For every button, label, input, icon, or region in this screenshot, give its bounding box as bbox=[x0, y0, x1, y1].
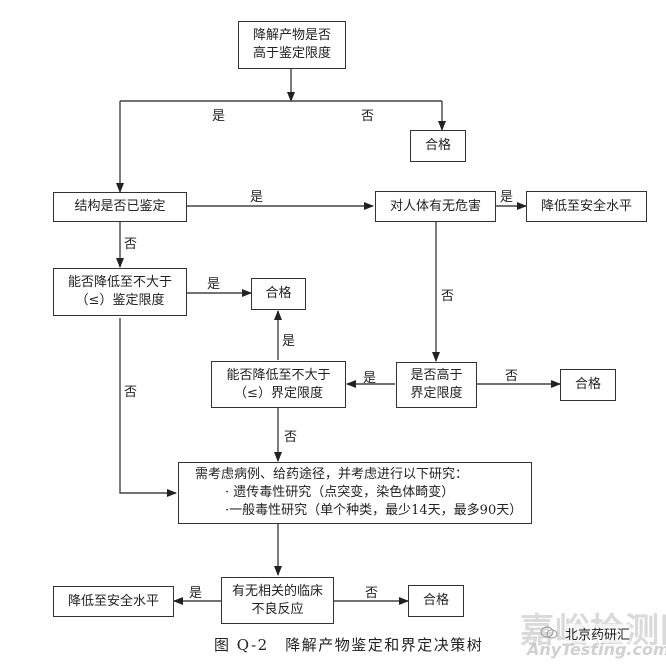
studies-heading: 需考虑病例、给药途径，并考虑进行以下研究： bbox=[195, 467, 469, 482]
node-text: 合格 bbox=[574, 377, 601, 392]
node-reduce-to-id: 能否降低至不大于 （≤）鉴定限度 bbox=[53, 268, 187, 316]
node-text: 是否高于 bbox=[410, 368, 463, 383]
edge-label-hazard-yes: 是 bbox=[500, 190, 514, 205]
studies-bullet: · 遗传毒性研究（点突变，染色体畸变） bbox=[225, 485, 455, 500]
node-pass-1: 合格 bbox=[410, 130, 466, 162]
edge-label-clinical-no: 否 bbox=[365, 586, 379, 601]
figure-caption: 图 Q-2 降解产物鉴定和界定决策树 bbox=[214, 636, 484, 654]
watermark-account: 北京药研汇 bbox=[565, 624, 631, 643]
node-text: 能否降低至不大于 bbox=[67, 275, 172, 290]
edge-label-above-qual-yes: 是 bbox=[363, 371, 377, 386]
node-text: 不良反应 bbox=[251, 601, 304, 617]
node-human-hazard: 对人体有无危害 bbox=[375, 191, 496, 222]
node-above-qual: 是否高于 界定限度 bbox=[396, 362, 477, 408]
node-studies: 需考虑病例、给药途径，并考虑进行以下研究： · 遗传毒性研究（点突变，染色体畸变… bbox=[178, 462, 532, 524]
edge-label-reduce-qual-yes: 是 bbox=[282, 334, 296, 349]
studies-bullet: ·一般毒性研究（单个种类，最少14天，最多90天） bbox=[225, 503, 523, 518]
node-text: 合格 bbox=[424, 138, 451, 153]
node-pass-4: 合格 bbox=[408, 585, 464, 617]
node-pass-3: 合格 bbox=[560, 369, 616, 401]
node-text: 对人体有无危害 bbox=[389, 198, 481, 214]
edge-label-clinical-yes: 是 bbox=[189, 586, 203, 601]
node-reduce-safe-2: 降低至安全水平 bbox=[53, 586, 174, 617]
edge-label-identified-no: 否 bbox=[124, 237, 138, 252]
edge-label-reduce-id-yes: 是 bbox=[207, 277, 221, 292]
edge-label-start-yes: 是 bbox=[212, 109, 226, 124]
edge-reduce-id-no bbox=[119, 318, 177, 497]
edge-label-identified-yes: 是 bbox=[250, 190, 264, 205]
node-text: （≤）界定限度 bbox=[234, 385, 323, 401]
node-pass-2: 合格 bbox=[251, 278, 306, 310]
node-text: 高于鉴定限度 bbox=[252, 46, 331, 61]
node-text: 能否降低至不大于 bbox=[226, 367, 331, 383]
node-clinical-ae: 有无相关的临床 不良反应 bbox=[221, 577, 334, 624]
wechat-icon bbox=[540, 626, 558, 639]
node-text: 降低至安全水平 bbox=[540, 198, 632, 214]
node-text: 降低至安全水平 bbox=[67, 593, 159, 609]
edge-label-hazard-no: 否 bbox=[441, 289, 455, 304]
node-start: 降解产物是否 高于鉴定限度 bbox=[238, 21, 346, 69]
node-identified: 结构是否已鉴定 bbox=[53, 192, 187, 222]
node-text: 合格 bbox=[265, 286, 292, 301]
edge-label-above-qual-no: 否 bbox=[505, 369, 519, 384]
node-text: 有无相关的临床 bbox=[231, 583, 323, 599]
watermark-site-en: AnyTesting.com bbox=[527, 640, 666, 659]
node-text: 合格 bbox=[422, 593, 449, 608]
node-text: （≤）鉴定限度 bbox=[75, 293, 165, 308]
edge-label-reduce-id-no: 否 bbox=[124, 385, 138, 400]
node-text: 降解产物是否 bbox=[252, 28, 331, 43]
node-reduce-to-qual: 能否降低至不大于 （≤）界定限度 bbox=[211, 361, 346, 408]
node-reduce-safe-1: 降低至安全水平 bbox=[526, 191, 647, 222]
node-text: 结构是否已鉴定 bbox=[74, 199, 166, 214]
edge-label-start-no: 否 bbox=[361, 109, 375, 124]
edge-label-reduce-qual-no: 否 bbox=[284, 430, 298, 445]
node-text: 界定限度 bbox=[410, 386, 463, 401]
